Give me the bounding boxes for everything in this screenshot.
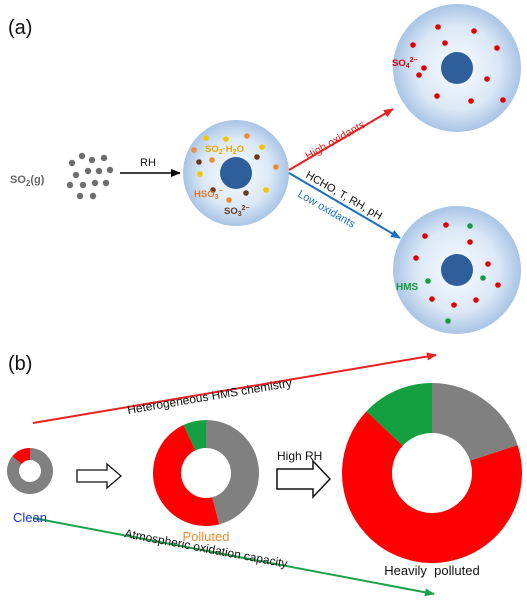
clean-to-polluted-arrow [76, 462, 122, 490]
particle-core [441, 254, 473, 286]
high-rh-label: High RH [277, 449, 322, 463]
so3-label: SO32− [224, 205, 250, 218]
so2-h2o-label: SO2·H2O [205, 144, 244, 156]
polluted-to-heavy-arrow [276, 459, 332, 499]
so4-label: SO42− [392, 57, 418, 70]
donut-slice-green [183, 420, 206, 451]
donut-slice-red [153, 425, 220, 526]
so2-gas-cluster [66, 152, 114, 200]
panel-b-label: (b) [8, 353, 32, 375]
polluted-donut [153, 420, 259, 526]
donut-slice-gray [6, 448, 53, 495]
clean-donut [6, 448, 53, 495]
clean-label: Clean [13, 510, 47, 525]
hms-chemistry-label: Heterogeneous HMS chemistry [126, 376, 293, 417]
rh-arrow-label: RH [140, 157, 156, 169]
hms-particle [393, 206, 521, 334]
donut-slice-red [12, 448, 31, 464]
low-oxidants-arrow [288, 172, 401, 239]
hso3-label: HSO3− [194, 188, 223, 201]
high-oxidants-label: High oxidants [304, 119, 368, 163]
donut-slice-red [342, 411, 522, 563]
particle-core [441, 52, 473, 84]
high-oxidants-arrow [288, 108, 394, 171]
aqueous-particle [183, 120, 289, 226]
particle-core [220, 157, 252, 189]
hms-chemistry-arrow [32, 352, 437, 424]
hms-label: HMS [396, 282, 419, 293]
sulfate-particle [393, 4, 521, 132]
donut-slice-gray [432, 383, 518, 461]
polluted-label: Polluted [183, 529, 230, 544]
heavily-polluted-donut [342, 383, 522, 563]
oxidation-capacity-arrow [32, 517, 435, 597]
heavily-polluted-label: Heavily polluted [384, 563, 479, 578]
donut-slice-gray [206, 420, 259, 525]
donut-slice-green [366, 383, 432, 446]
panel-a-label: (a) [8, 17, 32, 39]
so2-gas-label: SO2(g) [10, 174, 45, 188]
